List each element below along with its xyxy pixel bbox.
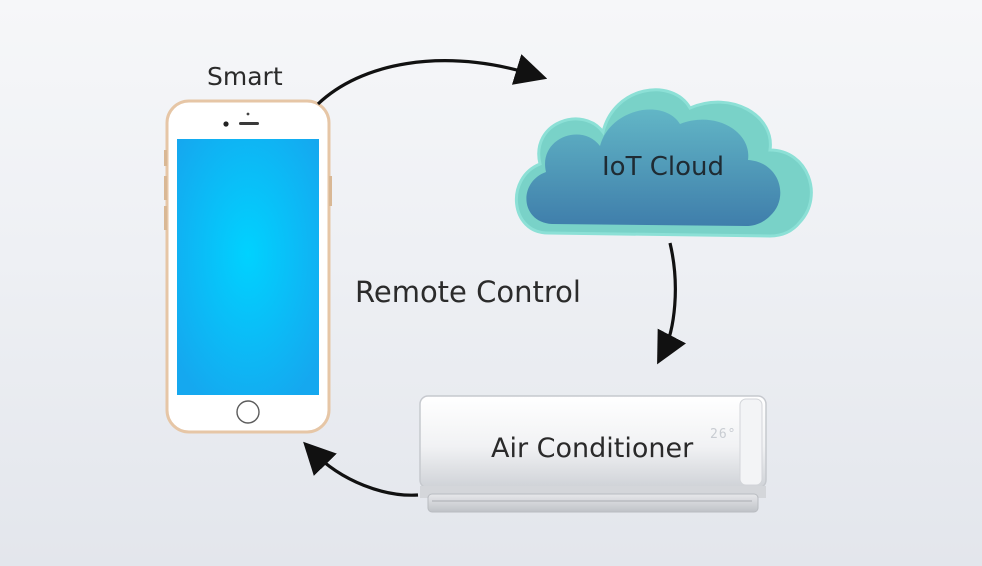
air-conditioner-icon [419, 395, 767, 513]
remote-control-label: Remote Control [355, 275, 581, 309]
smartphone-icon [164, 99, 332, 434]
air-conditioner-label: Air Conditioner [491, 433, 694, 464]
phone-label: Smart [207, 62, 283, 91]
phone-screen [177, 139, 319, 395]
home-button [236, 400, 260, 424]
cloud-label: IoT Cloud [602, 152, 724, 182]
ac-temperature-display: 26° [710, 427, 737, 442]
cloud-icon [515, 88, 813, 238]
arrow-cloud-to-ac [657, 242, 687, 365]
arrow-ac-to-phone [303, 441, 419, 497]
arrow-phone-to-cloud [316, 54, 548, 106]
